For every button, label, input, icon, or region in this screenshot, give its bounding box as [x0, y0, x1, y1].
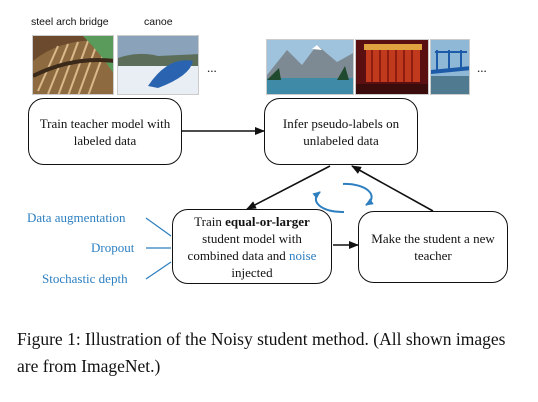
student-text-5: injected	[231, 264, 273, 280]
canoe-image	[117, 35, 199, 95]
theater-stage-image	[355, 39, 429, 95]
box-infer-text: Infer pseudo-labels on unlabeled data	[282, 115, 400, 148]
connector-data-augmentation	[145, 217, 172, 237]
student-text-3: student model with combined data and	[187, 230, 302, 263]
box-train-student-text: Train equal-or-larger student model with…	[185, 213, 319, 281]
student-text-1: Train	[194, 213, 226, 229]
arrow-infer-to-student	[246, 165, 331, 210]
mountain-lake-image	[266, 39, 354, 95]
box-make-new-teacher: Make the student a new teacher	[358, 211, 508, 283]
steel-arch-bridge-image	[32, 35, 114, 95]
arrow-make-teacher-to-infer	[351, 165, 434, 212]
cycle-icon	[312, 182, 374, 214]
box-infer-pseudo-labels: Infer pseudo-labels on unlabeled data	[264, 98, 418, 165]
box-train-teacher-text: Train teacher model with labeled data	[39, 115, 171, 148]
ellipsis-left: ...	[207, 60, 217, 75]
figure-caption: Figure 1: Illustration of the Noisy stud…	[17, 329, 506, 376]
connector-stochastic-depth	[145, 261, 172, 280]
box-make-teacher-text: Make the student a new teacher	[371, 231, 495, 263]
student-text-noise: noise	[288, 247, 317, 263]
student-text-bold: equal-or-larger	[225, 213, 310, 229]
label-steel-arch-bridge: steel arch bridge	[31, 16, 109, 28]
label-data-augmentation: Data augmentation	[27, 210, 126, 225]
blue-bridge-image	[430, 39, 470, 95]
ellipsis-right: ...	[477, 60, 487, 75]
label-stochastic-depth: Stochastic depth	[42, 271, 128, 286]
box-train-student: Train equal-or-larger student model with…	[172, 209, 332, 284]
label-canoe: canoe	[144, 16, 173, 28]
label-dropout: Dropout	[91, 240, 135, 255]
box-train-teacher: Train teacher model with labeled data	[28, 98, 182, 165]
